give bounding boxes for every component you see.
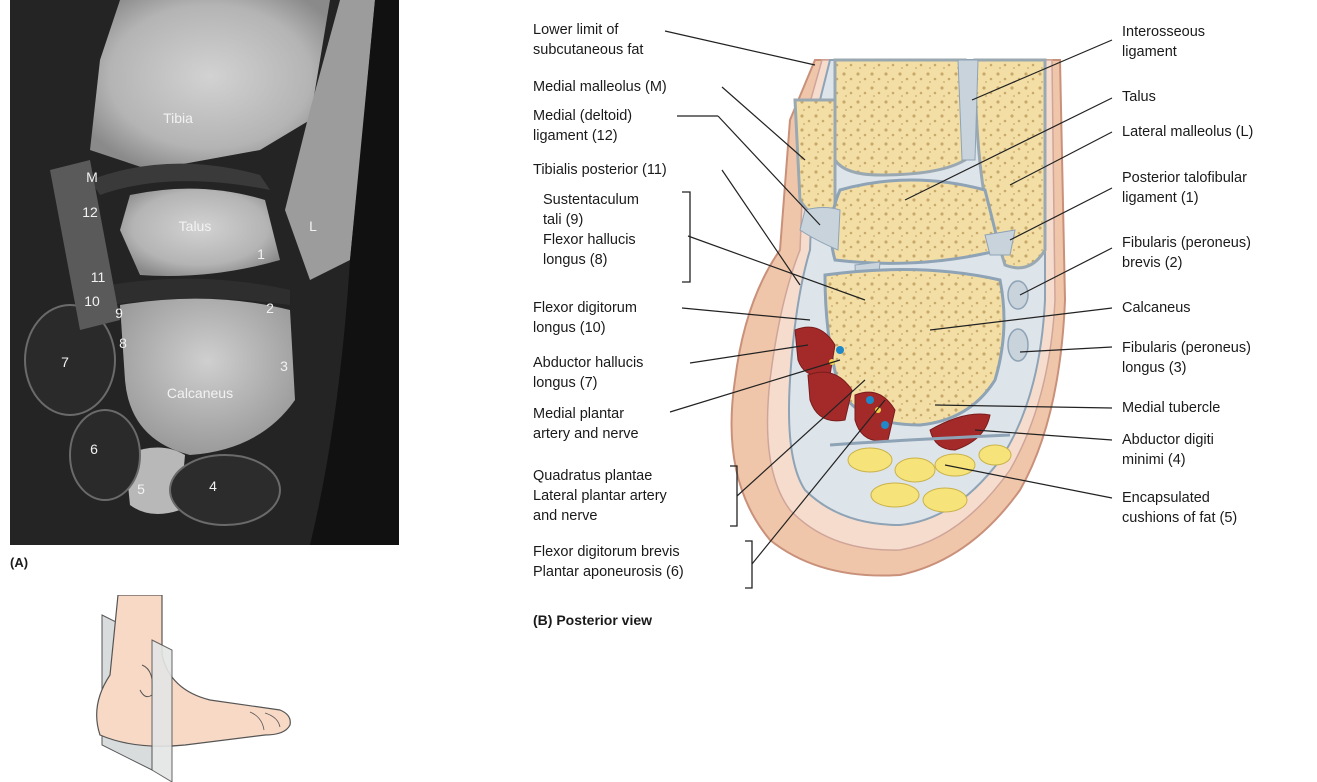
panel-b-caption: (B) Posterior view	[533, 612, 652, 628]
label-lateral-malleolus: Lateral malleolus (L)	[1122, 122, 1253, 142]
label-tibialis-posterior: Tibialis posterior (11)	[533, 160, 667, 180]
label-fibularis-longus: Fibularis (peroneus)longus (3)	[1122, 338, 1251, 378]
label-medial-tubercle: Medial tubercle	[1122, 398, 1220, 418]
label-fibularis-brevis: Fibularis (peroneus)brevis (2)	[1122, 233, 1251, 273]
label-medial-malleolus: Medial malleolus (M)	[533, 77, 667, 97]
label-medial-deltoid-ligament: Medial (deltoid)ligament (12)	[533, 106, 632, 146]
label-talus: Talus	[1122, 87, 1156, 107]
label-calcaneus: Calcaneus	[1122, 298, 1191, 318]
